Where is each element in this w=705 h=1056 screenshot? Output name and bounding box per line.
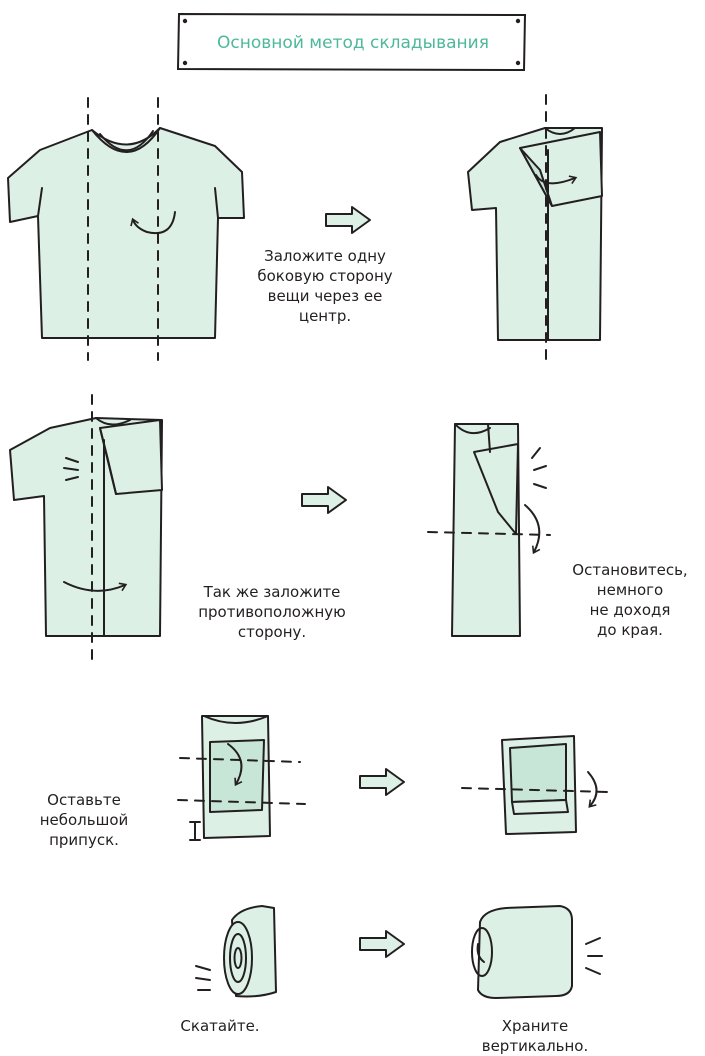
motion-lines [63, 457, 79, 481]
fold-arrow-icon [587, 771, 598, 808]
arrow-right-icon [359, 768, 405, 796]
folded-shirt [501, 735, 577, 835]
step-caption: Так же заложите противоположную сторону. [198, 583, 346, 641]
step-caption: Скатайте. [180, 1017, 260, 1035]
page-title: Основной метод складывания [217, 33, 489, 53]
fold-line [427, 531, 551, 536]
tshirt-icon [9, 417, 163, 637]
arrow-right-icon [359, 930, 405, 958]
arrow-right-icon [301, 486, 347, 514]
step-caption: Заложите одну боковую сторону вещи через… [257, 247, 393, 325]
step-caption: Остановитесь, немного не доходя до края. [572, 561, 688, 639]
fold-arrow-icon [227, 743, 243, 787]
tshirt-icon [451, 423, 521, 637]
rolled-shirt-icon [223, 905, 277, 998]
folded-shirt [201, 715, 271, 839]
title-banner [176, 12, 527, 72]
fold-arrow-icon [63, 581, 128, 592]
motion-lines [195, 965, 211, 991]
fold-arrow-icon [524, 504, 541, 555]
tshirt-icon [7, 127, 245, 339]
motion-lines [585, 937, 603, 975]
tshirt-icon [467, 127, 603, 341]
fold-arrow-icon [535, 174, 578, 185]
arrow-right-icon [325, 206, 371, 234]
fold-arrow-icon [130, 211, 176, 234]
fold-line [461, 787, 609, 793]
margin-marker [189, 821, 201, 841]
step-caption: Оставьте небольшой припуск. [39, 791, 129, 849]
motion-lines [531, 447, 547, 489]
fold-line [177, 799, 306, 805]
step-caption: Храните вертикально. [481, 1017, 589, 1055]
rolled-shirt-icon [471, 905, 573, 999]
